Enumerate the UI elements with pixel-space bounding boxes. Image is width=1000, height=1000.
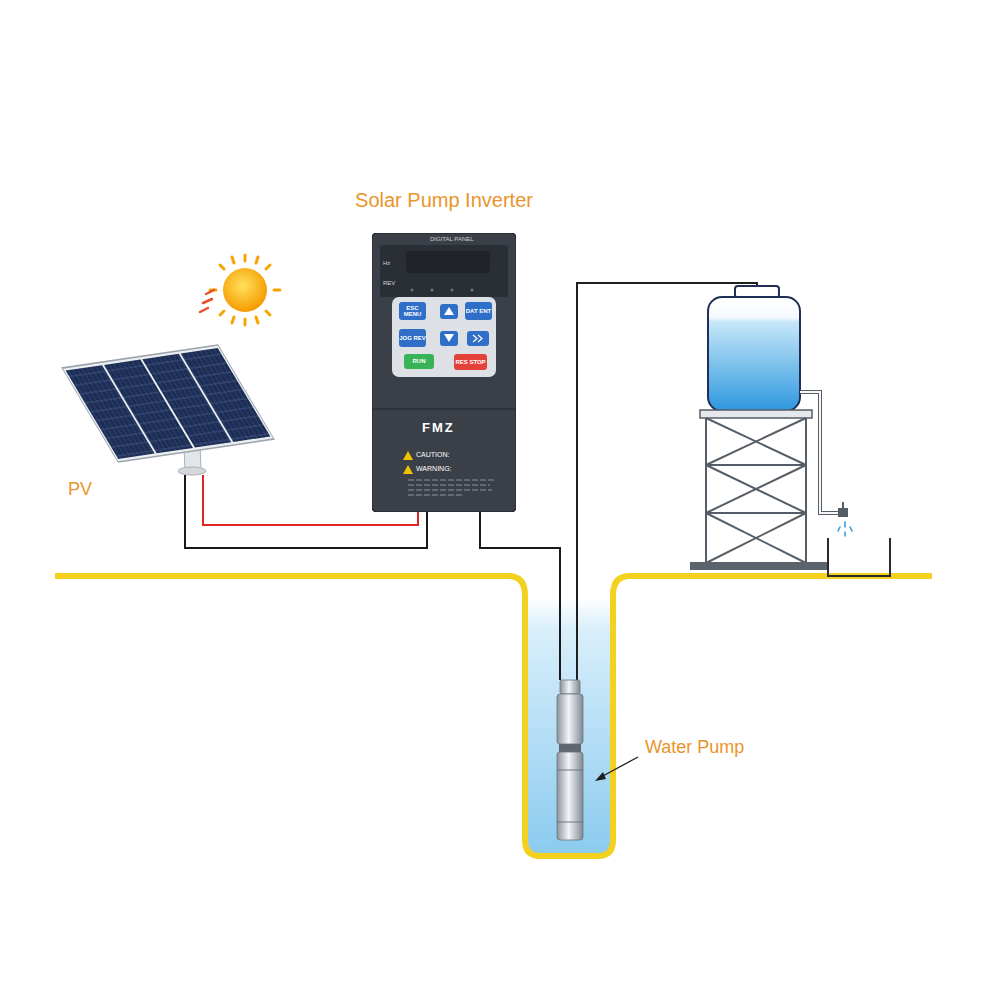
button-label: RES STOP: [455, 359, 485, 365]
brand-logo: FMZ: [422, 420, 455, 435]
leader-line: [595, 757, 638, 781]
solar-panel: [62, 345, 274, 475]
button-label: JOG REV: [399, 335, 426, 341]
keypad-button: ESC MENU: [399, 302, 426, 320]
keypad-button: DAT ENT: [465, 302, 492, 320]
button-label: RUN: [413, 358, 426, 364]
power-cable: [480, 512, 560, 680]
sun: [200, 255, 280, 325]
button-label: DAT ENT: [466, 308, 492, 314]
component-label: Water Pump: [645, 737, 744, 758]
display-indicator: REV: [383, 280, 395, 286]
panel-caption: DIGITAL PANEL: [430, 236, 474, 242]
component-label: PV: [68, 479, 92, 500]
display-indicator: Hz: [383, 260, 390, 266]
water-tower: [690, 286, 890, 576]
caution-text: CAUTION:: [416, 451, 449, 458]
submersible-pump: [557, 680, 583, 840]
stop-button: RES STOP: [454, 354, 487, 370]
warning-text: WARNING:: [416, 465, 452, 472]
diagram-title: Solar Pump Inverter: [355, 189, 533, 212]
solar-pump-inverter: Solar Pump InverterDIGITAL PANELFMZCAUTI…: [372, 233, 516, 512]
cable-wire: [480, 512, 560, 680]
pv-array: PV: [60, 340, 310, 475]
well: [55, 576, 932, 856]
keypad-button: JOG REV: [399, 329, 426, 347]
button-label: ESC MENU: [399, 305, 426, 318]
water-pump: Water Pump: [556, 680, 584, 840]
run-button: RUN: [404, 354, 434, 369]
